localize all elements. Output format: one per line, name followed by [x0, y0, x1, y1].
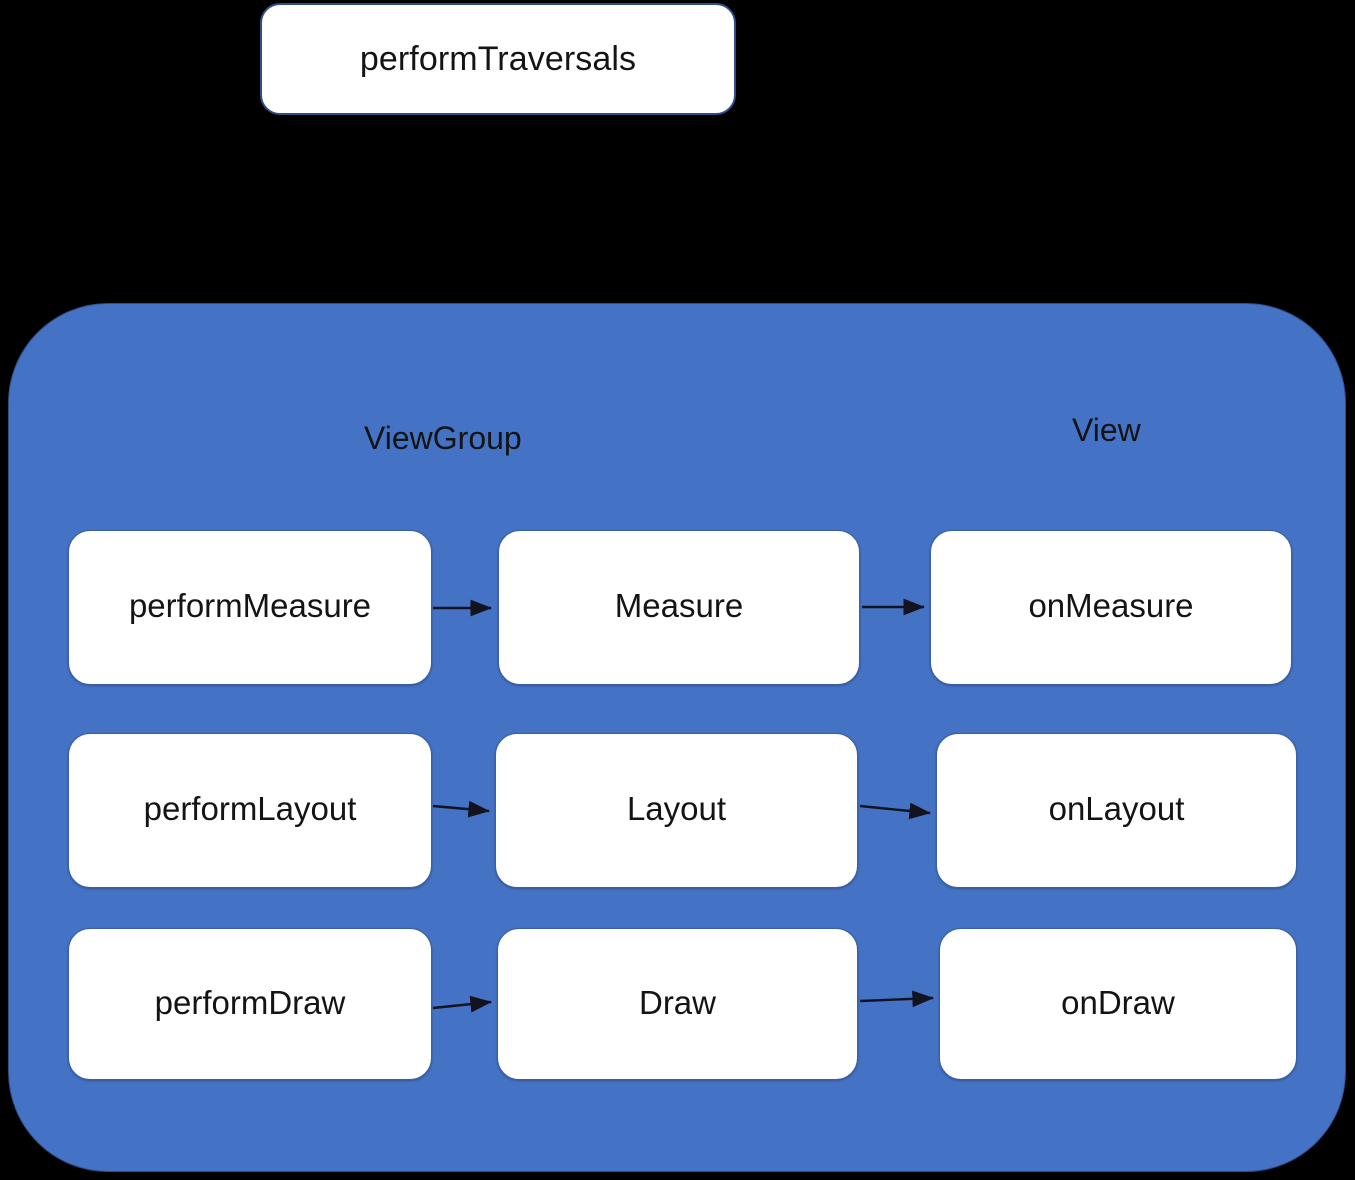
node-perform-layout[interactable]: performLayout [68, 733, 432, 888]
node-on-layout[interactable]: onLayout [936, 733, 1297, 888]
node-perform-traversals[interactable]: performTraversals [260, 3, 736, 115]
node-layout-label: Layout [626, 790, 727, 827]
node-draw[interactable]: Draw [497, 928, 858, 1080]
node-measure[interactable]: Measure [498, 530, 860, 685]
node-perform-traversals-label: performTraversals [359, 40, 637, 78]
node-perform-measure-label: performMeasure [128, 587, 372, 624]
node-on-draw-label: onDraw [1061, 983, 1175, 1021]
node-perform-layout-label: performLayout [143, 790, 357, 827]
node-measure-label: Measure [614, 587, 744, 624]
node-layout[interactable]: Layout [495, 733, 858, 888]
caption-viewgroup: ViewGroup [364, 420, 522, 456]
node-on-layout-label: onLayout [1048, 790, 1185, 827]
node-perform-draw[interactable]: performDraw [68, 928, 432, 1080]
node-perform-draw-label: performDraw [154, 983, 346, 1021]
node-on-measure[interactable]: onMeasure [930, 530, 1292, 685]
node-perform-measure[interactable]: performMeasure [68, 530, 432, 685]
node-draw-label: Draw [638, 983, 716, 1021]
node-on-measure-label: onMeasure [1028, 587, 1194, 624]
caption-view: View [1072, 412, 1141, 448]
node-on-draw[interactable]: onDraw [939, 928, 1297, 1080]
